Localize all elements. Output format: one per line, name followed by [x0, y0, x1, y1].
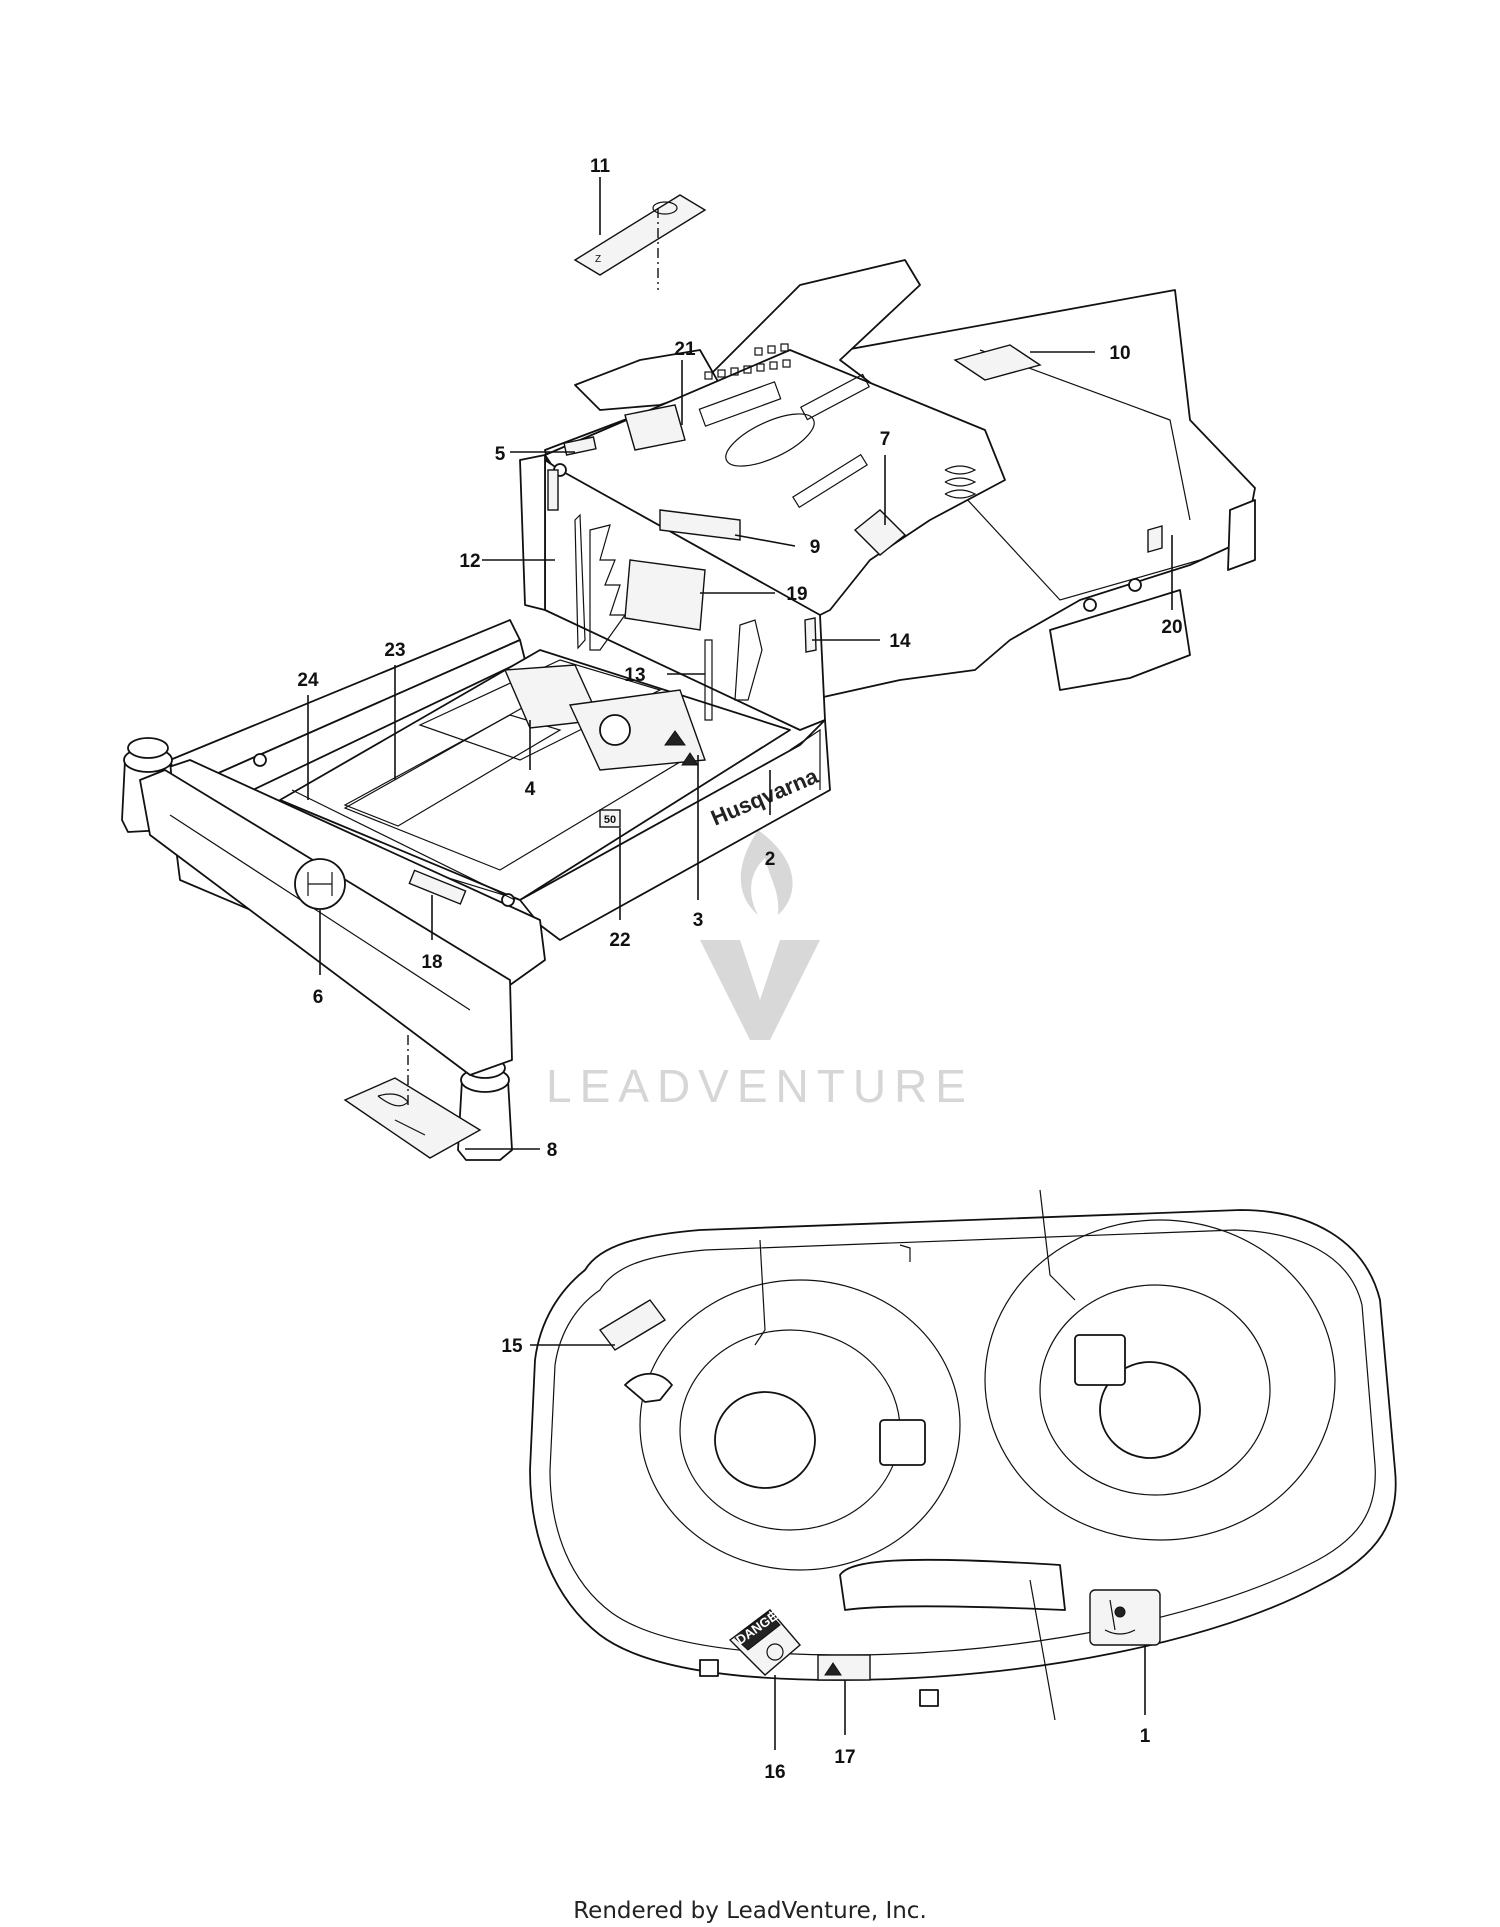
decal-8: [343, 1077, 482, 1159]
callout-6: 6: [313, 987, 324, 1008]
leader-lines: [307, 177, 1173, 1750]
pan-holes: [704, 343, 791, 380]
callout-22: 22: [609, 930, 630, 951]
decal-11: [573, 194, 707, 276]
callout-15: 15: [501, 1336, 523, 1357]
callout-5: 5: [495, 444, 506, 465]
callout-11: 11: [590, 156, 611, 177]
decal-22: [599, 809, 621, 828]
callout-9: 9: [810, 537, 821, 558]
callout-3: 3: [693, 910, 704, 931]
right-caster: [457, 1057, 513, 1161]
callout-8: 8: [547, 1140, 558, 1161]
callout-4: 4: [525, 779, 536, 800]
callout-19: 19: [786, 584, 807, 605]
decal-10: [953, 344, 1042, 381]
decal-5: [563, 436, 597, 456]
callout-17: 17: [834, 1747, 855, 1768]
callout-16: 16: [764, 1762, 785, 1783]
decal-12: [547, 469, 559, 511]
frame-decals: Z 50 Husqvarna: [291, 194, 1163, 910]
callout-13: 13: [624, 665, 645, 686]
callout-14: 14: [889, 631, 911, 652]
decal-18: [408, 869, 467, 905]
callout-numbers: 1 2 3 4 5 6 7 8 9 10 11 12 13 14 15 16 1…: [297, 156, 1182, 1783]
callout-18: 18: [421, 952, 442, 973]
watermark-text: LEADVENTURE: [546, 1060, 974, 1112]
badge-number: 50: [604, 814, 616, 826]
frame-assembly: [121, 259, 1256, 1161]
watermark-logo: LEADVENTURE: [546, 830, 974, 1112]
callout-20: 20: [1161, 617, 1182, 638]
mower-deck: DANGER: [529, 1189, 1397, 1721]
decal-9: [659, 509, 741, 541]
decal-3: [568, 689, 706, 771]
decal-15: [598, 1299, 667, 1351]
callout-1: 1: [1140, 1726, 1151, 1747]
decal-17: [817, 1654, 871, 1681]
callout-23: 23: [384, 640, 405, 661]
callout-7: 7: [880, 429, 891, 450]
callout-12: 12: [459, 551, 480, 572]
svg-text:Z: Z: [595, 254, 601, 265]
decal-19: [624, 559, 706, 631]
decal-1: [1089, 1589, 1161, 1646]
decal-21: [624, 404, 686, 451]
footer-credit: Rendered by LeadVenture, Inc.: [573, 1898, 927, 1924]
callout-21: 21: [674, 339, 696, 360]
decal-7: [853, 509, 907, 556]
callout-2: 2: [765, 849, 776, 870]
callout-24: 24: [297, 670, 319, 691]
decal-6: [294, 858, 346, 910]
callout-10: 10: [1109, 343, 1130, 364]
decal-14: [804, 617, 817, 653]
decal-20: [1147, 525, 1163, 553]
